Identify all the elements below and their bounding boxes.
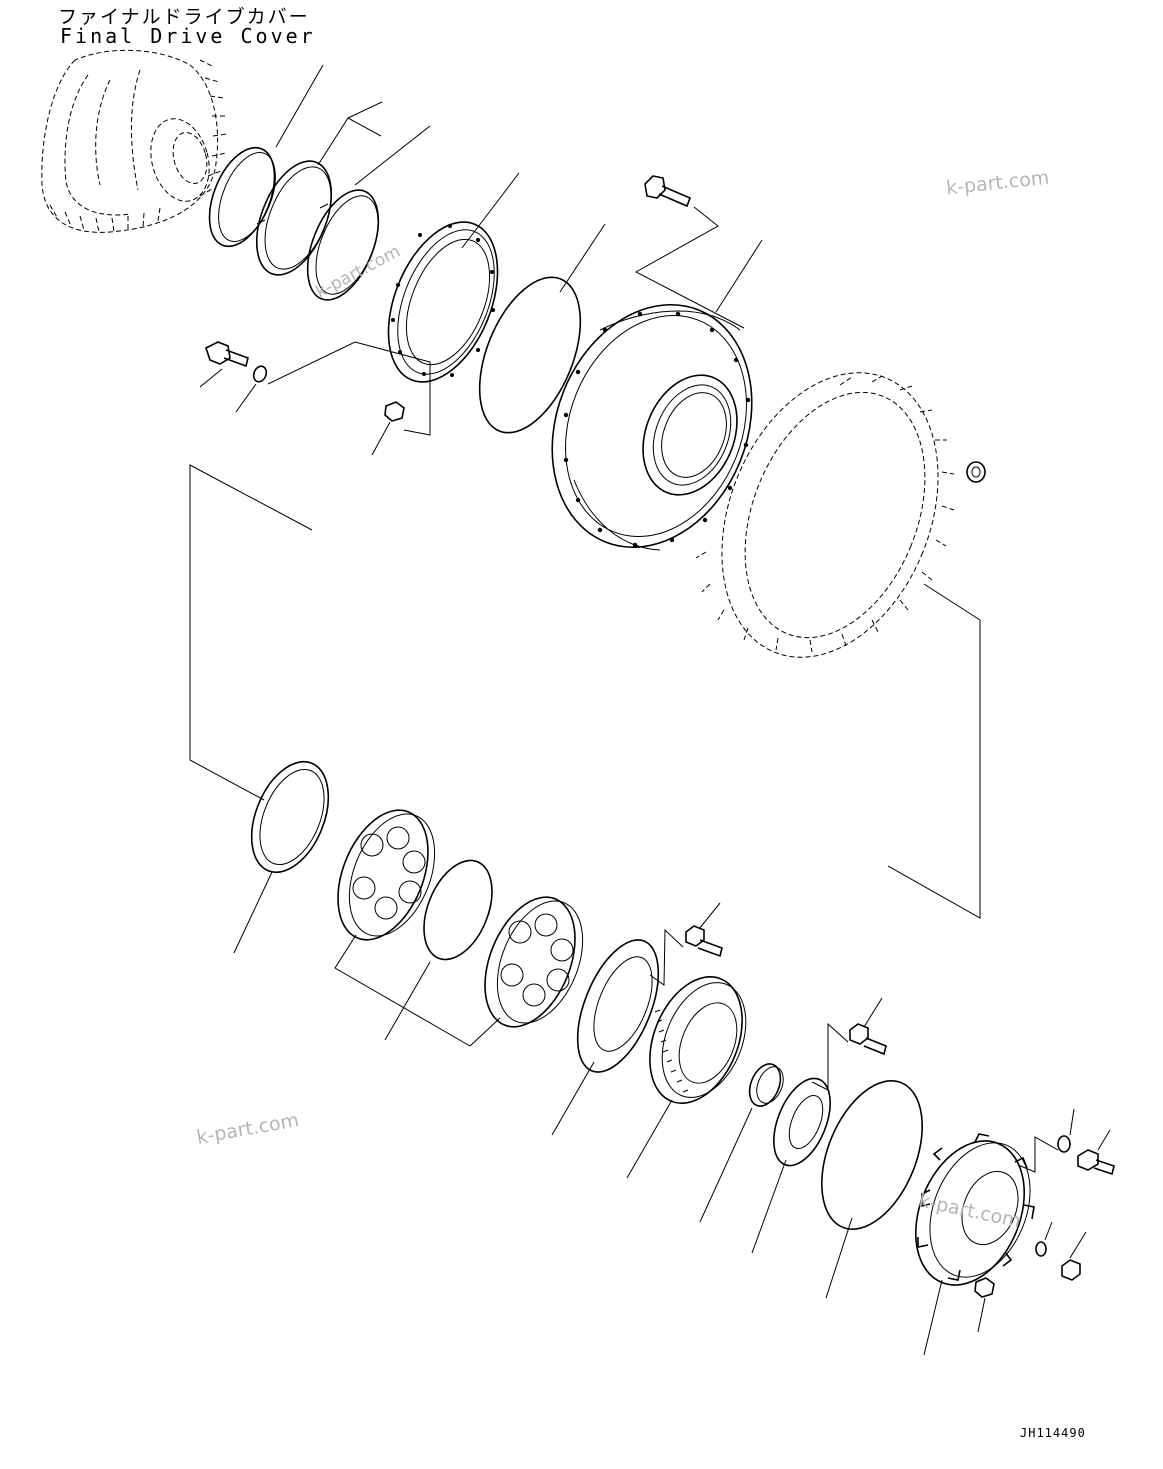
hub-housing: [551, 239, 763, 551]
plug: [371, 401, 405, 456]
title-japanese: ファイナルドライブカバー: [58, 6, 310, 28]
cover-plate: [751, 997, 887, 1254]
ring-gear: [626, 976, 747, 1179]
bolt-and-washer-left: [199, 341, 431, 436]
thrust-plate: [551, 902, 723, 1136]
spacer-ring: [233, 760, 330, 954]
drawing-id: JH114490: [1020, 1426, 1086, 1440]
final-drive-housing-dashed: [41, 49, 228, 233]
seal-retainer-plate: [387, 172, 520, 383]
floating-seal-pair: [255, 101, 431, 301]
collar: [699, 1063, 784, 1223]
o-ring-large: [478, 223, 606, 434]
o-ring-bottom: [821, 1080, 923, 1299]
end-cover: [914, 1133, 1035, 1356]
bearing-outer: [334, 809, 471, 1047]
bearing-spacer: [384, 859, 493, 1041]
snap-ring: [208, 64, 324, 248]
assembly-bracket-left: [189, 464, 313, 801]
end-cover-hardware: [974, 1108, 1115, 1333]
title-english: Final Drive Cover: [60, 24, 316, 48]
bearing-inner: [469, 896, 584, 1047]
bolt-top: [634, 175, 745, 329]
sprocket-dashed: [695, 372, 986, 919]
